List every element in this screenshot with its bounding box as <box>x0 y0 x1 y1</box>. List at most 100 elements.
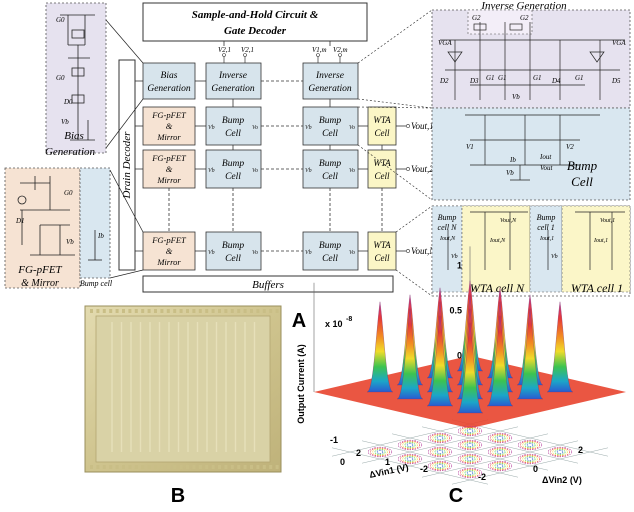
chip-pad <box>256 309 260 313</box>
header-box <box>142 2 368 42</box>
contour-ring <box>404 456 416 462</box>
chip-pad <box>198 465 202 469</box>
bump-title-1: Bump <box>567 158 598 173</box>
chip-pad <box>179 465 183 469</box>
inv-g2a: G2 <box>472 14 481 22</box>
contour-ring <box>402 441 418 449</box>
wta-cell-1 <box>367 106 397 146</box>
surface-peak <box>516 308 544 400</box>
chip-pad <box>262 309 266 313</box>
chip-pad <box>205 465 209 469</box>
contour-ring <box>492 448 508 456</box>
contour-ring <box>434 435 446 441</box>
wta-cell-n-title: WTA cell N <box>470 281 525 295</box>
wtan-l1: WTA <box>373 240 391 250</box>
z-exponent: x 10 <box>325 319 343 329</box>
fg2-l2: & <box>166 164 173 174</box>
connector-lines <box>135 41 406 252</box>
inv-vb: Vb <box>512 93 520 101</box>
x-tick-label: 0 <box>340 457 345 467</box>
contour-ring <box>487 460 513 472</box>
chip-pad <box>128 309 132 313</box>
surface-peak <box>546 301 574 393</box>
y-tick-label: 2 <box>578 445 583 455</box>
fgn-l3: Mirror <box>156 257 181 267</box>
wta-cell-n <box>367 231 397 271</box>
panel-label-b: B <box>171 485 185 507</box>
wta2-l1: WTA <box>373 158 391 168</box>
bc1m-l1: Bump <box>319 116 341 126</box>
contour-ring <box>402 455 418 463</box>
contour-ring <box>466 443 474 447</box>
schematic-panel: Sample-and-Hold Circuit & Gate Decoder D… <box>118 2 436 293</box>
chip-pad <box>275 465 279 469</box>
wtan-l2: Cell <box>375 253 390 263</box>
inv-g1d: G1 <box>575 74 584 82</box>
inv-g1a: G1 <box>486 74 495 82</box>
floor-grid-line <box>451 447 609 485</box>
contour-ring <box>406 443 414 447</box>
contour-ring <box>464 470 476 476</box>
contour-ring <box>367 446 393 458</box>
fg-g0: G0 <box>64 189 73 197</box>
chip-pad <box>211 465 215 469</box>
chip-pad <box>134 309 138 313</box>
fg-ib: Ib <box>97 232 104 240</box>
fgn-l1: FG-pFET <box>151 235 187 245</box>
chip-pad <box>154 465 157 469</box>
inv-vga2: VGA <box>612 39 626 47</box>
chip-pad <box>141 465 145 469</box>
v21b-label: V2,1 <box>241 46 254 54</box>
fg-bump-cell: Bump cell <box>80 279 113 288</box>
inverse-gen-m-line1: Inverse <box>315 71 344 81</box>
fg-pfet-block-n <box>142 231 196 271</box>
contour-ring <box>490 461 510 471</box>
contour-ring <box>430 447 450 457</box>
v1m-label: V1,m <box>312 46 327 54</box>
fg1-l3: Mirror <box>156 132 181 142</box>
fg-pfet-inset: G0 D1 Vb Ib FG-pFET & Mirror Bump cell <box>4 167 144 289</box>
wta1-l1: WTA <box>373 115 391 125</box>
chip-pad <box>173 309 177 313</box>
fg-title-1: FG-pFET <box>17 264 62 276</box>
chip-pad <box>224 309 228 313</box>
chip-pad <box>109 309 113 313</box>
contour-ring <box>457 439 483 451</box>
bump-cell-1-m <box>302 106 359 146</box>
chip-pad <box>166 465 170 469</box>
inv-vga1: VGA <box>438 39 452 47</box>
contour-ring <box>462 427 478 435</box>
x-tick-label: 1 <box>385 457 390 467</box>
z-tick-label: 0 <box>457 351 462 361</box>
wta-bump1-2: cell 1 <box>537 223 555 232</box>
contour-ring <box>466 471 474 475</box>
contour-ring <box>522 455 538 463</box>
vo-nm: Vo <box>349 250 355 256</box>
bias-d0: D0 <box>63 98 73 106</box>
contour-ring <box>460 440 480 450</box>
y-axis-label: ΔVin2 (V) <box>542 475 582 485</box>
chip-pad <box>166 309 170 313</box>
wta-iout1b: Iout,1 <box>593 238 608 244</box>
chip-pad <box>141 309 145 313</box>
fg2-l3: Mirror <box>156 175 181 185</box>
contour-ring <box>464 456 476 462</box>
contour-ring <box>370 447 390 457</box>
chip-pad <box>237 309 241 313</box>
contour-ring <box>397 439 423 451</box>
inverse-generation-inset: Inverse Generation VGA VGA D2 D3 D4 D5 G… <box>357 0 631 109</box>
inverse-gen-1-line1: Inverse <box>218 71 247 81</box>
bump-cell-2-1 <box>205 149 262 189</box>
drain-decoder-box <box>118 59 136 271</box>
bcnm-l2: Cell <box>322 254 338 264</box>
inv-d3: D3 <box>469 77 479 85</box>
chip-pad <box>134 465 138 469</box>
buffers-box <box>142 275 394 293</box>
contour-ring <box>432 448 448 456</box>
vb-21: Vb <box>208 168 215 174</box>
v2m-label: V2,m <box>333 46 348 54</box>
chip-pad <box>173 465 177 469</box>
contour-ring <box>434 449 446 455</box>
chip-pad <box>186 465 189 469</box>
